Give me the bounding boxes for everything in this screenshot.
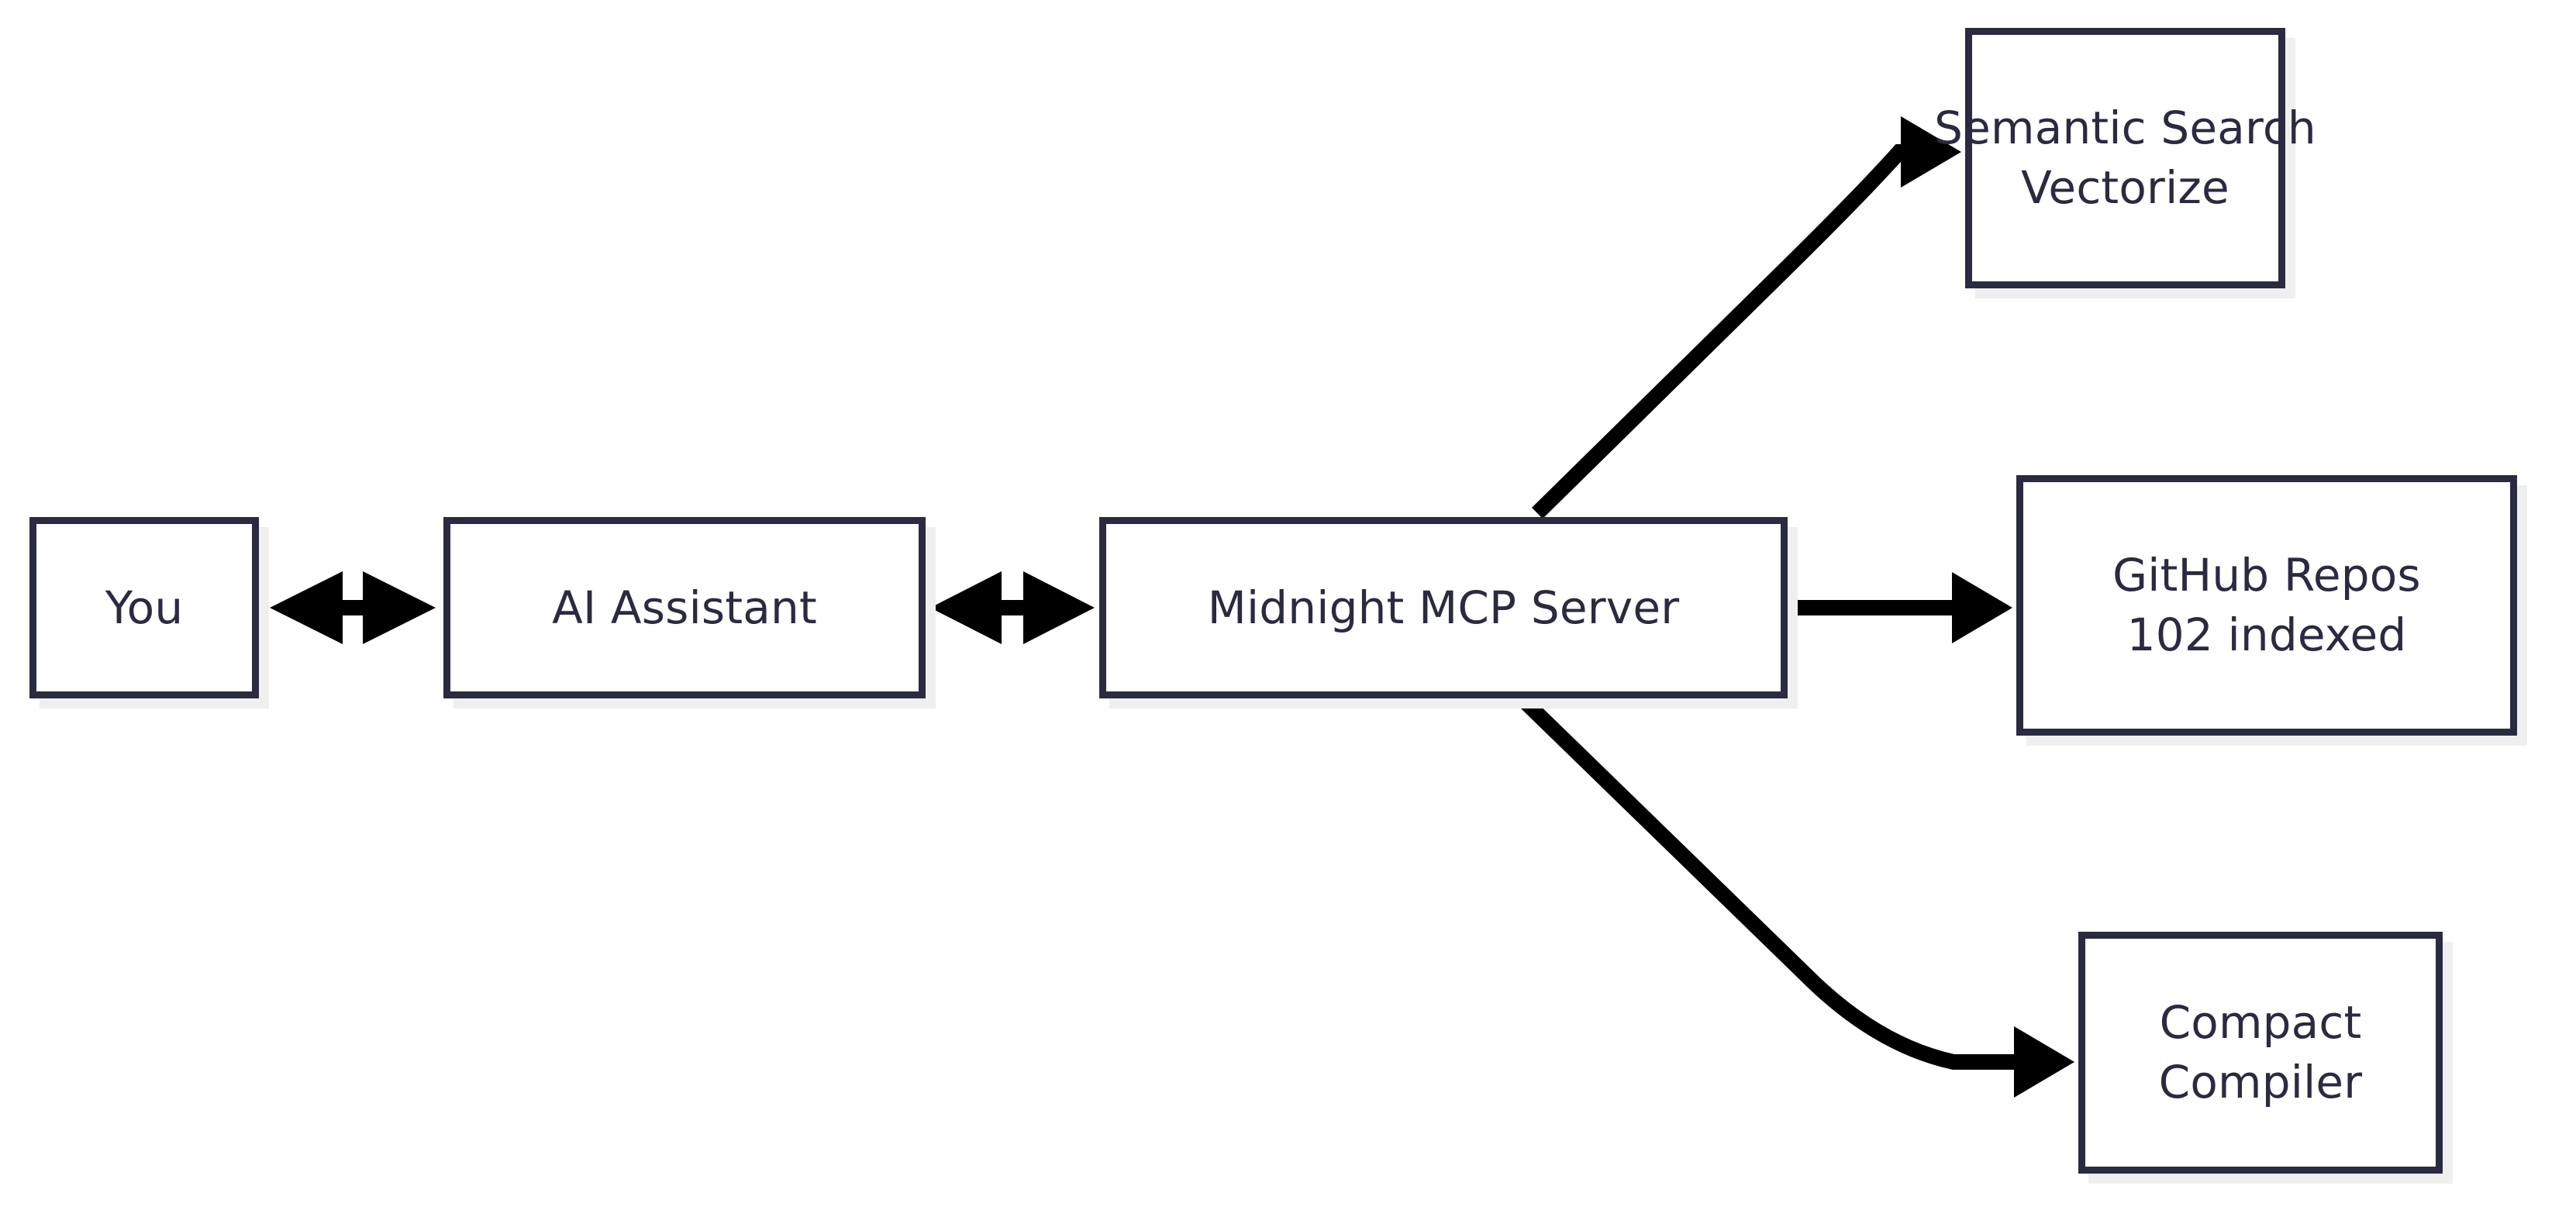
node-github-repos-label-line2: 102 indexed <box>2126 608 2407 661</box>
node-github-repos[interactable]: GitHub Repos 102 indexed <box>2016 475 2517 736</box>
node-midnight-mcp-server-label-line1: Midnight MCP Server <box>1207 581 1680 634</box>
node-semantic-search-vectorize[interactable]: Semantic Search Vectorize <box>1934 28 2316 288</box>
node-compact-compiler-label-line1: Compact <box>2159 996 2362 1050</box>
node-you[interactable]: You <box>29 517 259 698</box>
node-ai-assistant[interactable]: AI Assistant <box>443 517 926 698</box>
node-semantic-search-label-line2: Vectorize <box>2021 161 2229 214</box>
node-compact-compiler-label-line2: Compiler <box>2158 1056 2363 1108</box>
node-ai-assistant-label-line1: AI Assistant <box>552 581 817 634</box>
node-midnight-mcp-server[interactable]: Midnight MCP Server <box>1099 517 1788 698</box>
node-you-label-line1: You <box>105 581 184 634</box>
node-github-repos-label-line1: GitHub Repos <box>2112 549 2421 602</box>
edge-mcp-server-semantic-search <box>1531 116 1961 519</box>
edge-mcp-server-github-repos <box>1789 572 2012 643</box>
edge-you-ai-assistant <box>270 571 436 644</box>
node-semantic-search-label-line1: Semantic Search <box>1934 102 2316 155</box>
edge-mcp-server-compact-compiler <box>1520 696 2074 1098</box>
edge-ai-assistant-mcp-server <box>930 571 1095 644</box>
node-compact-compiler[interactable]: Compact Compiler <box>2078 932 2443 1174</box>
